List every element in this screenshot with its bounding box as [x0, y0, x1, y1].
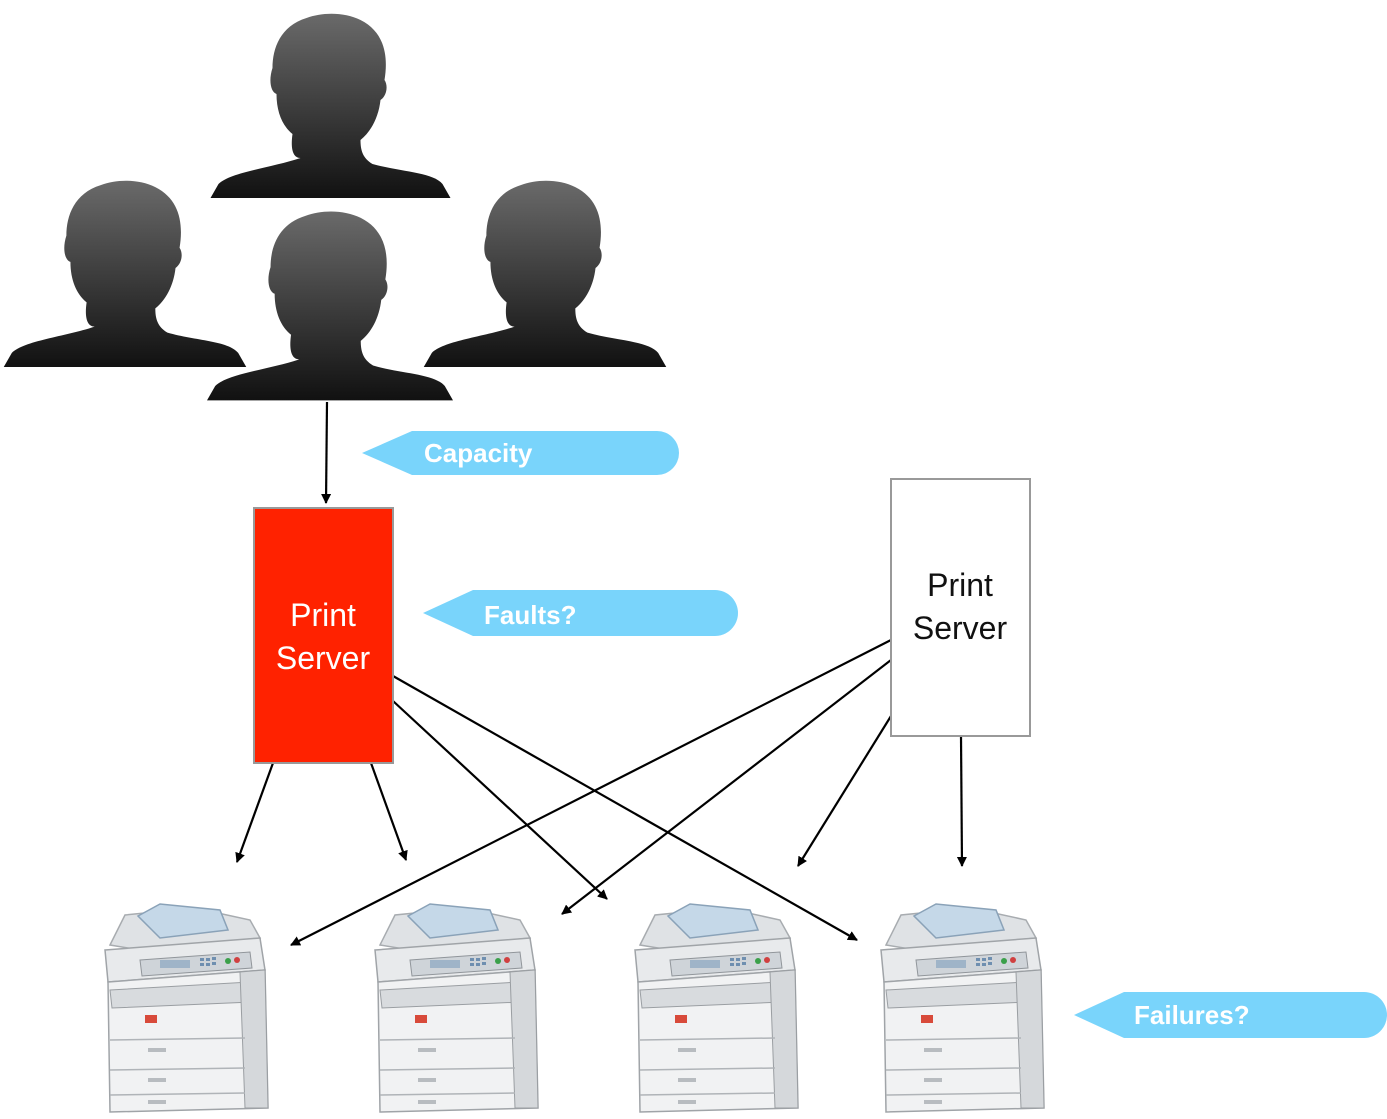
- printer-icon: [880, 903, 1045, 1113]
- callout-failures-label: Failures?: [1134, 1000, 1250, 1030]
- print-server-label-line2: Server: [276, 640, 371, 676]
- server2-to-printer3-arrow: [797, 715, 892, 867]
- server2-to-printer2-arrow: [561, 659, 892, 915]
- printer-icon: [374, 903, 539, 1113]
- server2-to-printer1-arrow: [290, 639, 892, 946]
- connections: [235, 401, 967, 946]
- server2-to-printer4-arrow: [956, 735, 967, 867]
- printer-row: [104, 903, 1045, 1113]
- server1-to-printer3-arrow: [392, 700, 608, 900]
- print-server-primary: Print Server: [253, 507, 394, 764]
- users-to-server-arrow: [321, 401, 332, 504]
- server1-to-printer2-arrow: [369, 762, 408, 861]
- callout-capacity-label: Capacity: [424, 438, 533, 468]
- print-server-label-line1: Print: [927, 567, 993, 603]
- printer-icon: [104, 903, 269, 1113]
- callout-capacity: Capacity: [362, 431, 679, 475]
- user-icon: [210, 13, 451, 198]
- callout-arrow-shape: [1074, 992, 1387, 1038]
- print-server-backup: Print Server: [890, 478, 1031, 737]
- print-server-box: [890, 478, 1031, 737]
- user-icon: [207, 211, 453, 401]
- print-server-box: [253, 507, 394, 764]
- printer-icon: [634, 903, 799, 1113]
- server1-to-printer1-arrow: [235, 762, 275, 863]
- callout-faults: Faults?: [423, 590, 738, 636]
- callout-arrow-shape: [362, 431, 679, 475]
- print-server-label-line2: Server: [913, 610, 1008, 646]
- server1-to-printer4-arrow: [392, 675, 858, 941]
- user-group: [3, 13, 667, 401]
- print-server-label-line1: Print: [290, 597, 356, 633]
- user-icon: [3, 180, 247, 367]
- callout-faults-label: Faults?: [484, 600, 576, 630]
- callout-arrow-shape: [423, 590, 738, 636]
- callout-failures: Failures?: [1074, 992, 1387, 1038]
- user-icon: [423, 180, 667, 367]
